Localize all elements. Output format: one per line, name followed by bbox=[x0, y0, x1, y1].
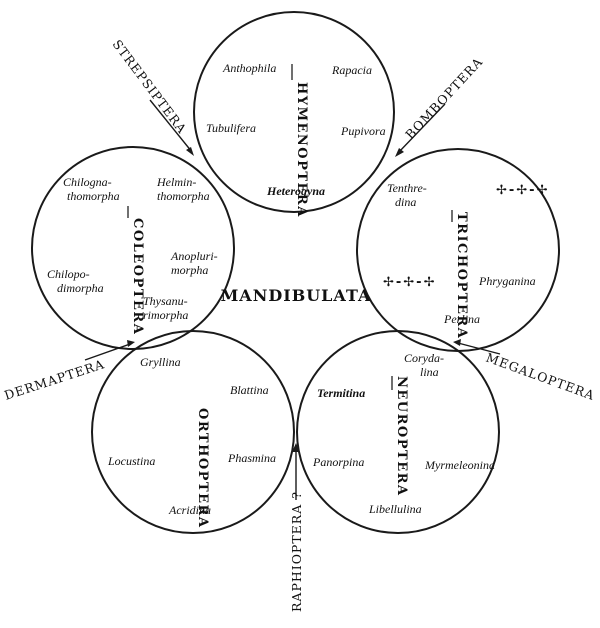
chilognathomorpha-label-1: Chilogna- bbox=[63, 175, 112, 189]
phryganina-label: Phryganina bbox=[478, 274, 536, 288]
perlina-label: Perlina bbox=[443, 312, 480, 326]
chilognathomorpha-label-2: thomorpha bbox=[67, 189, 120, 203]
raphioptera-arrow bbox=[292, 443, 300, 500]
hymenoptera-circle bbox=[193, 11, 395, 213]
helminthomorpha-label-1: Helmin- bbox=[156, 175, 196, 189]
phasmina-label: Phasmina bbox=[227, 451, 276, 465]
megaloptera-arrow bbox=[453, 339, 501, 355]
tenthredina-label-2: dina bbox=[395, 195, 416, 209]
coleoptera-label: COLEOPTERA bbox=[130, 218, 145, 335]
locustina-label: Locustina bbox=[107, 454, 155, 468]
corydalina-label-1: Coryda- bbox=[404, 351, 444, 365]
heterogyna-label: Heterogyna bbox=[266, 184, 325, 198]
strepsiptera-label: STREPSIPTERA bbox=[110, 37, 190, 137]
strepsiptera-arrow bbox=[149, 99, 194, 156]
anoplurimorpha-label-2: morpha bbox=[171, 263, 208, 277]
acridina-label: Acridina bbox=[168, 503, 211, 517]
neuroptera-label: NEUROPTERA bbox=[394, 376, 409, 497]
coleoptera-group: COLEOPTERA Chilogna- thomorpha Helmin- t… bbox=[47, 175, 218, 335]
anoplurimorpha-label-1: Anopluri- bbox=[170, 249, 218, 263]
neuroptera-circle bbox=[296, 330, 500, 534]
bomboptera-label: BOMBOPTERA bbox=[402, 54, 486, 142]
chilopodimorpha-label-1: Chilopo- bbox=[47, 267, 90, 281]
thysanurimorpha-label-1: Thysanu- bbox=[143, 294, 188, 308]
tenthredina-label-1: Tenthre- bbox=[387, 181, 427, 195]
dermaptera-label: DERMAPTERA bbox=[2, 356, 106, 403]
gryllina-label: Gryllina bbox=[140, 355, 181, 369]
myrmeleonina-label: Myrmeleonina bbox=[424, 458, 495, 472]
orthoptera-group: ORTHOPTERA Gryllina Blattina Locustina P… bbox=[107, 355, 276, 528]
thysanurimorpha-label-2: rimorpha bbox=[143, 308, 188, 322]
bomboptera-arrow bbox=[395, 103, 446, 157]
dermaptera-arrow bbox=[84, 340, 135, 361]
corydalina-label-2: lina bbox=[420, 365, 439, 379]
hymenoptera-label: HYMENOPTERA bbox=[294, 82, 309, 218]
termitina-label: Termitina bbox=[317, 386, 365, 400]
neuroptera-group: NEUROPTERA Coryda- lina Termitina Panorp… bbox=[312, 351, 495, 516]
trichoptera-label: TRICHOPTERA bbox=[454, 212, 469, 339]
raphioptera-label: RAPHIOPTERA ? bbox=[289, 491, 304, 612]
pupivora-label: Pupivora bbox=[340, 124, 386, 138]
trichoptera-mark-top: ✢-✢-✢ bbox=[496, 183, 549, 198]
panorpina-label: Panorpina bbox=[312, 455, 364, 469]
megaloptera-label: MEGALOPTERA bbox=[484, 350, 597, 403]
trichoptera-mark-bottom: ✢-✢-✢ bbox=[383, 275, 436, 290]
trichoptera-group: TRICHOPTERA Tenthre- dina ✢-✢-✢ ✢-✢-✢ Ph… bbox=[383, 181, 549, 339]
coleoptera-circle bbox=[31, 146, 235, 350]
helminthomorpha-label-2: thomorpha bbox=[157, 189, 210, 203]
rapacia-label: Rapacia bbox=[331, 63, 372, 77]
center-label: MANDIBULATA bbox=[221, 286, 372, 305]
hymenoptera-group: HYMENOPTERA Anthophila Rapacia Tubulifer… bbox=[206, 61, 386, 218]
orthoptera-label: ORTHOPTERA bbox=[195, 408, 210, 528]
libellulina-label: Libellulina bbox=[368, 502, 422, 516]
orthoptera-circle bbox=[91, 330, 295, 534]
chilopodimorpha-label-2: dimorpha bbox=[57, 281, 104, 295]
anthophila-label: Anthophila bbox=[222, 61, 276, 75]
tubulifera-label: Tubulifera bbox=[206, 121, 256, 135]
blattina-label: Blattina bbox=[230, 383, 269, 397]
